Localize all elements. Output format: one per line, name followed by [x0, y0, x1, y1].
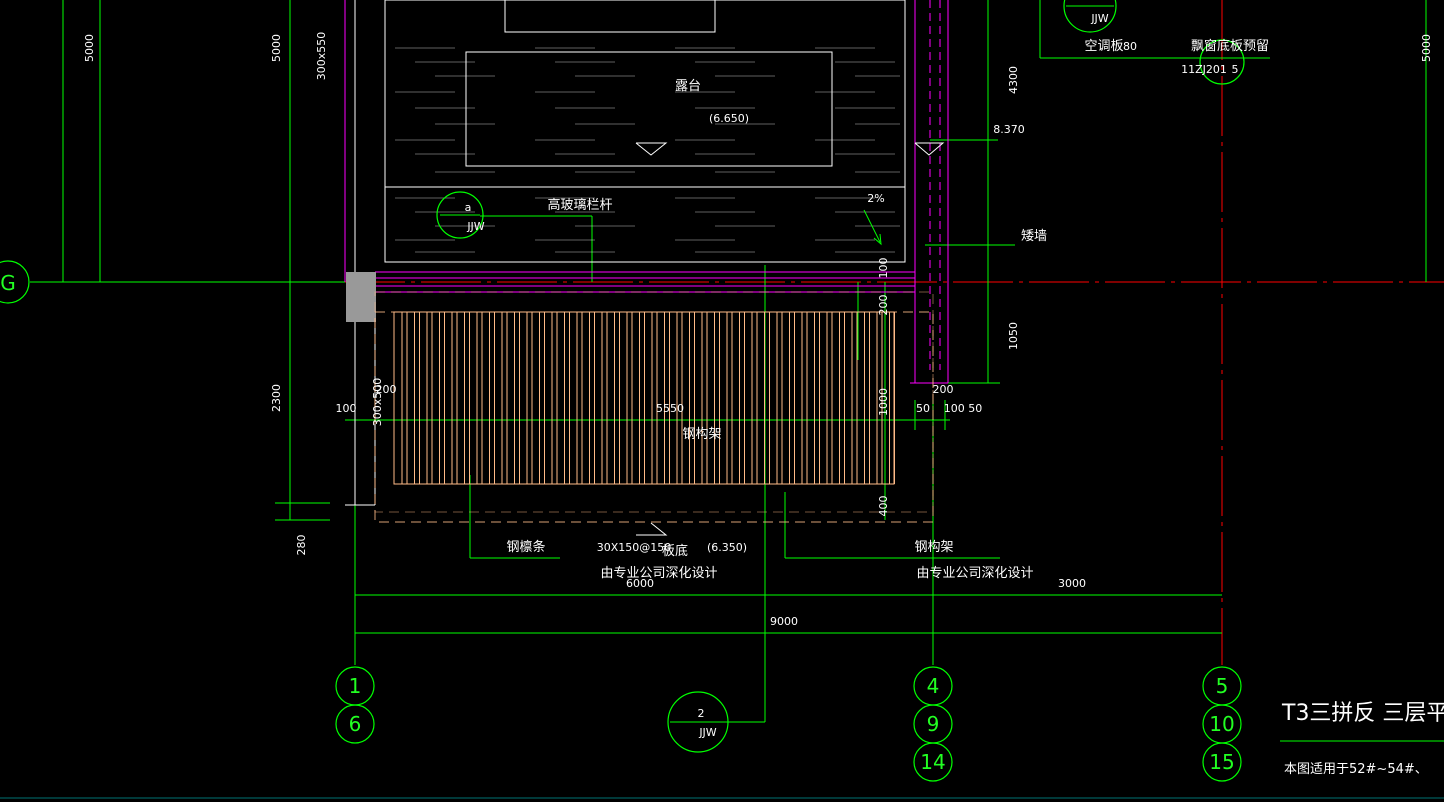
axis-label-14: 14	[920, 750, 945, 774]
dim-300x550: 300x550	[315, 32, 328, 81]
dim-2300: 2300	[270, 384, 283, 412]
dim-100-left: 100	[336, 402, 357, 415]
axis-lines	[30, 0, 1444, 665]
label-bay-window: 飘窗底板预留	[1191, 38, 1269, 54]
drawing-title: T3三拼反 三层平	[1281, 701, 1444, 726]
detail-2-sheet: JJW	[698, 726, 716, 739]
label-std-ref: 11ZJ201	[1181, 63, 1227, 76]
axis-label-g: G	[0, 271, 16, 295]
label-by-specialist-a: 由专业公司深化设计	[600, 566, 717, 581]
label-std-ref-num: 5	[1232, 63, 1239, 76]
axis-label-15: 15	[1209, 750, 1234, 774]
dim-400: 400	[877, 496, 890, 517]
label-slab-elev: (6.350)	[707, 541, 747, 554]
axis-label-4: 4	[927, 674, 940, 698]
axis-label-1: 1	[349, 674, 362, 698]
steel-pergola	[374, 291, 934, 523]
dim-5000-c: 5000	[1420, 34, 1433, 62]
dim-100-50: 100 50	[944, 402, 983, 415]
detail-a-sheet: JJW	[466, 220, 484, 233]
detail-2-number: 2	[698, 707, 705, 720]
dim-200-bottom: 200	[933, 383, 954, 396]
axis-label-6: 6	[349, 712, 362, 736]
drawing-note: 本图适用于52#~54#、	[1284, 762, 1428, 777]
dim-3000: 3000	[1058, 577, 1086, 590]
label-ac-bracket-suffix: 80	[1123, 40, 1137, 53]
axis-label-10: 10	[1209, 712, 1234, 736]
axis-bubbles-col-b	[913, 666, 953, 782]
dim-200-right: 200	[877, 295, 890, 316]
dim-6000: 6000	[626, 577, 654, 590]
detail-bubble-a: a JJW	[436, 191, 485, 239]
std-ref-bubble	[1199, 39, 1245, 85]
dim-50-a: 50	[916, 402, 930, 415]
label-slope: 2%	[867, 192, 884, 205]
label-ac-bracket: 空调板	[1084, 39, 1123, 54]
detail-top-sheet: JJW	[1090, 12, 1108, 25]
label-purlin: 钢檩条	[506, 539, 545, 555]
dim-4300: 4300	[1007, 66, 1020, 94]
label-slab-bottom: 板底	[662, 543, 688, 559]
axis-bubbles-col-c	[1202, 666, 1242, 782]
slope-arrow-head	[873, 233, 882, 246]
label-steel-frame-mid: 钢构架	[682, 427, 721, 442]
terrace-hatching	[395, 47, 900, 253]
label-terrace-elev: (6.650)	[709, 112, 749, 125]
column-block	[346, 272, 376, 322]
dim-300x500: 300x500	[371, 378, 384, 427]
dim-280: 280	[295, 535, 308, 556]
dim-5550: 5550	[656, 402, 684, 415]
label-elev-8370: 8.370	[993, 123, 1025, 136]
detail-a-number: a	[465, 201, 472, 214]
dim-100-top: 100	[877, 258, 890, 279]
axis-bubbles-col-a	[335, 666, 375, 744]
label-by-specialist-b: 由专业公司深化设计	[916, 566, 1033, 581]
detail-bubble-top: JJW	[1063, 0, 1117, 33]
dim-5000-a: 5000	[83, 34, 96, 62]
dim-5000-b: 5000	[270, 34, 283, 62]
axis-label-9: 9	[927, 712, 940, 736]
label-terrace: 露台	[675, 79, 701, 94]
dimension-lines	[62, 0, 1427, 723]
dim-9000: 9000	[770, 615, 798, 628]
axis-bubble-g: G	[0, 260, 30, 304]
detail-bubble-2: 2 JJW	[667, 691, 729, 753]
axis-label-5: 5	[1216, 674, 1229, 698]
slope-arrow	[863, 209, 881, 243]
label-steel-frame-right: 钢构架	[914, 540, 953, 555]
dim-200-left: 200	[376, 383, 397, 396]
dim-1000: 1000	[877, 388, 890, 416]
label-glass-rail: 高玻璃栏杆	[547, 197, 612, 213]
label-purlin-spec: 30X150@150	[597, 541, 672, 554]
label-low-wall: 矮墙	[1021, 229, 1047, 244]
dim-1050: 1050	[1007, 322, 1020, 350]
